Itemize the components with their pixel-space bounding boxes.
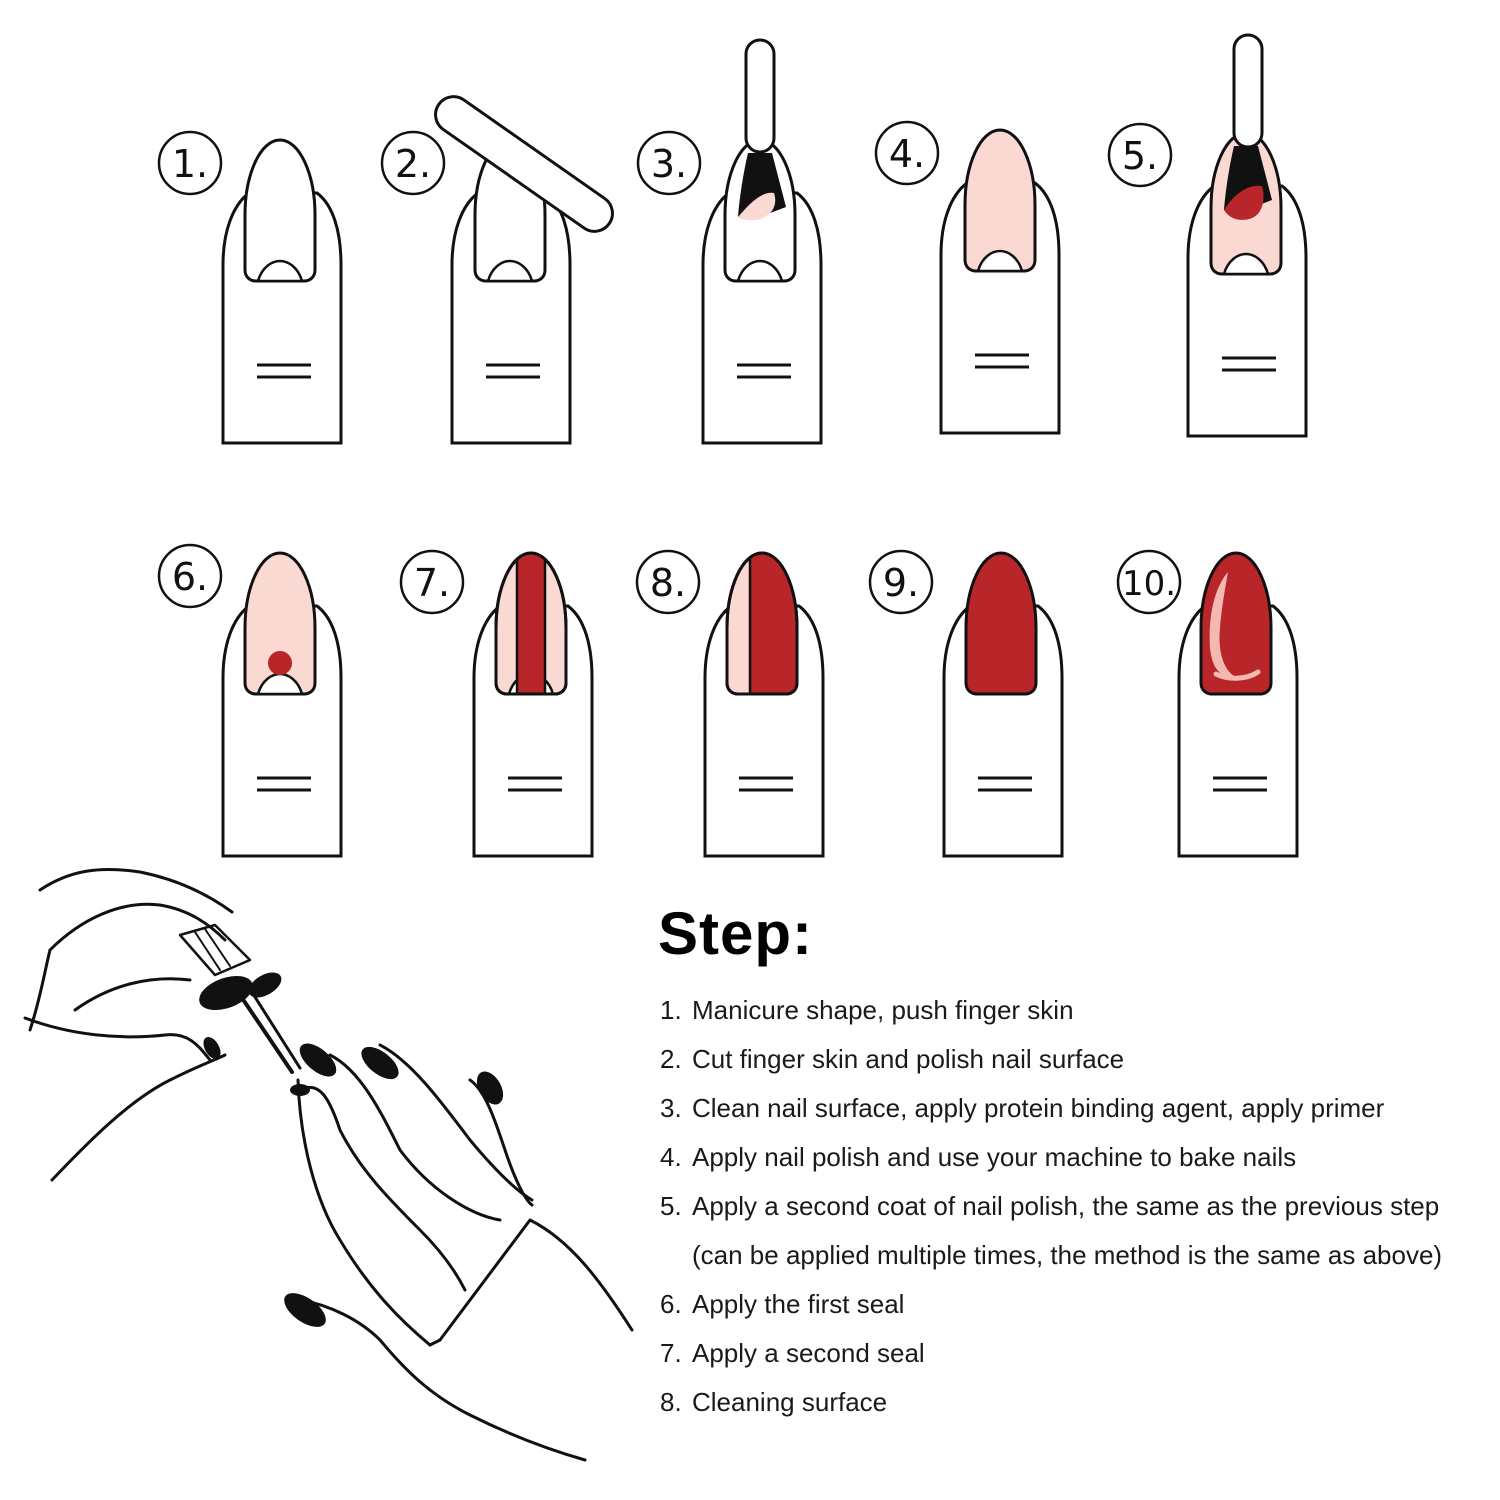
step-badge: 7. (399, 549, 465, 615)
step-8-figure: 8. (635, 549, 825, 858)
svg-text:4.: 4. (889, 132, 925, 176)
brush-icon (1232, 33, 1264, 149)
step-text: Apply nail polish and use your machine t… (692, 1142, 1297, 1172)
step-4-figure: 4. (874, 120, 1061, 435)
step-badge: 5. (1107, 122, 1173, 188)
nail (1209, 131, 1283, 276)
step-2-figure: 2. (380, 95, 614, 445)
step-item: 6. Apply the first seal (660, 1280, 1460, 1329)
nail (725, 551, 799, 696)
step-text: Apply a second coat of nail polish, the … (692, 1191, 1443, 1270)
step-6-figure: 6. (157, 543, 343, 858)
step-item: 8. Cleaning surface (660, 1378, 1460, 1427)
nail-file-icon (434, 95, 614, 233)
step-badge: 6. (157, 543, 223, 609)
step-number: 7. (660, 1338, 682, 1368)
svg-text:8.: 8. (650, 561, 686, 605)
brush-icon (744, 38, 776, 154)
nail (723, 138, 797, 283)
step-item: 7. Apply a second seal (660, 1329, 1460, 1378)
step-item: 3. Clean nail surface, apply protein bind… (660, 1084, 1460, 1133)
step-9-figure: 9. (868, 549, 1064, 858)
step-text: Manicure shape, push finger skin (692, 995, 1074, 1025)
step-badge: 9. (868, 549, 934, 615)
step-badge: 2. (380, 130, 446, 196)
step-text: Apply a second seal (692, 1338, 925, 1368)
step-badge: 10. (1116, 549, 1182, 615)
step-item: 2. Cut finger skin and polish nail surfac… (660, 1035, 1460, 1084)
svg-text:6.: 6. (172, 555, 208, 599)
step-item: 5. Apply a second coat of nail polish, th… (660, 1182, 1460, 1280)
svg-text:10.: 10. (1122, 564, 1176, 604)
step-3-figure: 3. (636, 38, 823, 445)
svg-text:5.: 5. (1122, 134, 1158, 178)
svg-text:1.: 1. (172, 142, 208, 186)
step-badge: 8. (635, 549, 701, 615)
step-number: 4. (660, 1142, 682, 1172)
step-number: 5. (660, 1191, 682, 1221)
svg-text:3.: 3. (651, 142, 687, 186)
nail (243, 138, 317, 283)
step-text: Cut finger skin and polish nail surface (692, 1044, 1125, 1074)
step-badge: 1. (157, 130, 223, 196)
step-text: Apply the first seal (692, 1289, 905, 1319)
svg-text:2.: 2. (395, 142, 431, 186)
steps-list: 1. Manicure shape, push finger skin 2. Cut… (660, 986, 1460, 1427)
step-number: 6. (660, 1289, 682, 1319)
hand-painting-nails-illustration (23, 867, 634, 1462)
svg-text:7.: 7. (414, 561, 450, 605)
step-item: 4. Apply nail polish and use your machine… (660, 1133, 1460, 1182)
nail (243, 551, 317, 696)
svg-text:9.: 9. (883, 561, 919, 605)
nail (494, 551, 568, 696)
step-badge: 4. (874, 120, 940, 186)
step-7-figure: 7. (399, 549, 594, 858)
steps-title: Step: (658, 900, 813, 967)
step-10-figure: 10. (1116, 549, 1299, 858)
nail (964, 551, 1038, 696)
step-number: 2. (660, 1044, 682, 1074)
step-text: Clean nail surface, apply protein bindin… (692, 1093, 1385, 1123)
step-text: Cleaning surface (692, 1387, 888, 1417)
step-number: 3. (660, 1093, 682, 1123)
step-number: 1. (660, 995, 682, 1025)
step-badge: 3. (636, 130, 702, 196)
step-item: 1. Manicure shape, push finger skin (660, 986, 1460, 1035)
step-5-figure: 5. (1107, 33, 1308, 438)
step-number: 8. (660, 1387, 682, 1417)
nail (1199, 551, 1273, 696)
step-1-figure: 1. (157, 130, 343, 445)
nail (963, 128, 1037, 273)
